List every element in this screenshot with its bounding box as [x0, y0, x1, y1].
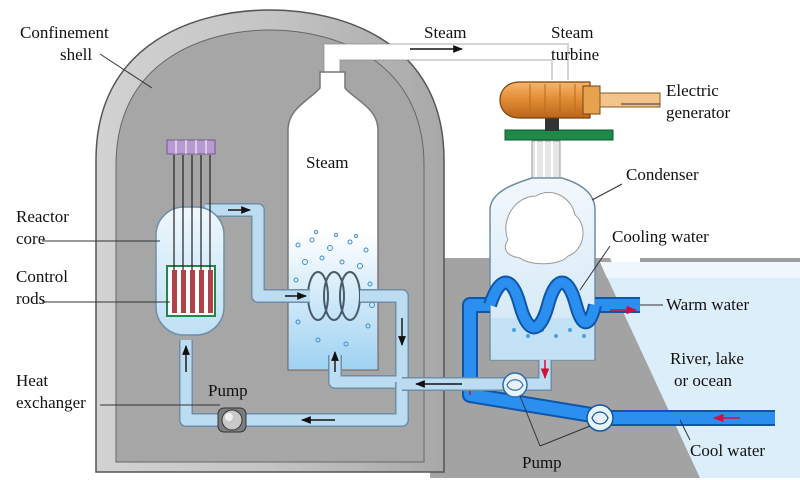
cooling-water-pump [586, 404, 614, 432]
heat-exchanger-label-line2: exchanger [16, 393, 86, 412]
pump-left-label: Pump [208, 381, 248, 400]
steam-turbine [499, 81, 661, 141]
condenser [489, 177, 596, 361]
primary-loop [179, 203, 409, 427]
exhaust-steam-column [531, 140, 561, 184]
control-rods [166, 139, 216, 313]
steam-bubbles [293, 230, 375, 347]
cool-water-label: Cool water [690, 441, 765, 460]
reactor-core [155, 139, 225, 336]
steam-generator [287, 71, 379, 371]
condensate-pump [502, 372, 528, 398]
electric-generator-label-line1: Electric [666, 81, 719, 100]
river-label-line2: or ocean [674, 371, 733, 390]
confinement-shell-label-line2: shell [60, 45, 92, 64]
steam-turbine-label-line2: turbine [551, 45, 599, 64]
leader-lines [42, 53, 691, 447]
pump-bottom-label: Pump [522, 453, 562, 472]
reactor-core-label-line1: Reactor [16, 207, 69, 226]
cooling-water-label: Cooling water [612, 227, 709, 246]
condensate-return [402, 360, 552, 391]
cooling-water-loop [462, 275, 775, 426]
steam-turbine-label-line1: Steam [551, 23, 594, 42]
warm-water-label: Warm water [666, 295, 749, 314]
control-rods-label-line2: rods [16, 289, 45, 308]
labels: Confinement shell Steam Steam turbine El… [16, 23, 765, 472]
primary-pump [217, 407, 247, 433]
electric-generator-label-line2: generator [666, 103, 731, 122]
reactor-core-label-line2: core [16, 229, 45, 248]
river-label-line1: River, lake [670, 349, 744, 368]
steam-top-label: Steam [424, 23, 467, 42]
heat-exchanger-label-line1: Heat [16, 371, 48, 390]
steam-chamber-label: Steam [306, 153, 349, 172]
control-rods-label-line1: Control [16, 267, 68, 286]
confinement-shell-label-line1: Confinement [20, 23, 109, 42]
condensate-drops [512, 328, 586, 338]
condenser-label: Condenser [626, 165, 699, 184]
